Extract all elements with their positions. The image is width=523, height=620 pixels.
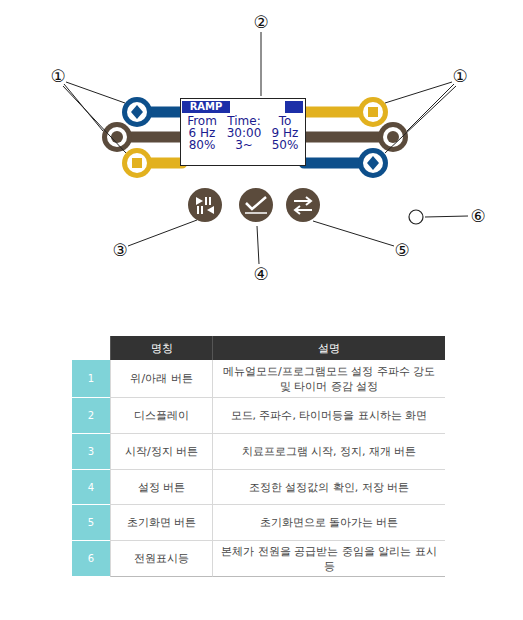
part-description: 본체가 전원을 공급받는 중임을 알리는 표시등	[212, 541, 445, 577]
display-screen: RAMPFromTime:To6 Hz30:009 Hz80%3~50%	[180, 98, 306, 166]
part-description: 모드, 주파수, 타이머등을 표시하는 화면	[212, 398, 445, 434]
row-number: 3	[72, 434, 110, 470]
callout-number: ②	[249, 12, 273, 32]
display-text: 80%	[189, 139, 216, 152]
row-number: 6	[72, 541, 110, 577]
part-description: 조정한 설정값의 확인, 저장 버튼	[212, 470, 445, 505]
part-description: 치료프로그램 시작, 정지, 재개 버튼	[212, 434, 445, 470]
part-name: 시작/정지 버튼	[110, 434, 212, 470]
row-number: 5	[72, 505, 110, 541]
callout-number: ④	[249, 264, 273, 284]
callout-number: ⑤	[390, 240, 414, 260]
callout-number: ③	[108, 240, 132, 260]
part-description: 메뉴얼모드/프로그램모드 설정 주파수 강도 및 타이머 증감 설정	[212, 360, 445, 398]
part-name: 위/아래 버튼	[110, 360, 212, 398]
part-name: 초기화면 버튼	[110, 505, 212, 541]
display-text: RAMP	[190, 100, 223, 113]
callout-number: ⑥	[466, 206, 490, 226]
part-name: 설정 버튼	[110, 470, 212, 505]
header-corner	[72, 336, 110, 360]
row-number: 4	[72, 470, 110, 505]
part-name: 디스플레이	[110, 398, 212, 434]
part-name: 전원표시등	[110, 541, 212, 577]
row-number: 2	[72, 398, 110, 434]
table-header: 설명	[212, 336, 445, 360]
display-text: 50%	[272, 139, 299, 152]
part-description: 초기화면으로 돌아가는 버튼	[212, 505, 445, 541]
row-number: 1	[72, 360, 110, 398]
status-bar	[285, 101, 303, 113]
callout-number: ①	[448, 66, 472, 86]
display-text: 3~	[235, 139, 253, 152]
callout-number: ①	[46, 66, 70, 86]
table-header: 명칭	[110, 336, 212, 360]
